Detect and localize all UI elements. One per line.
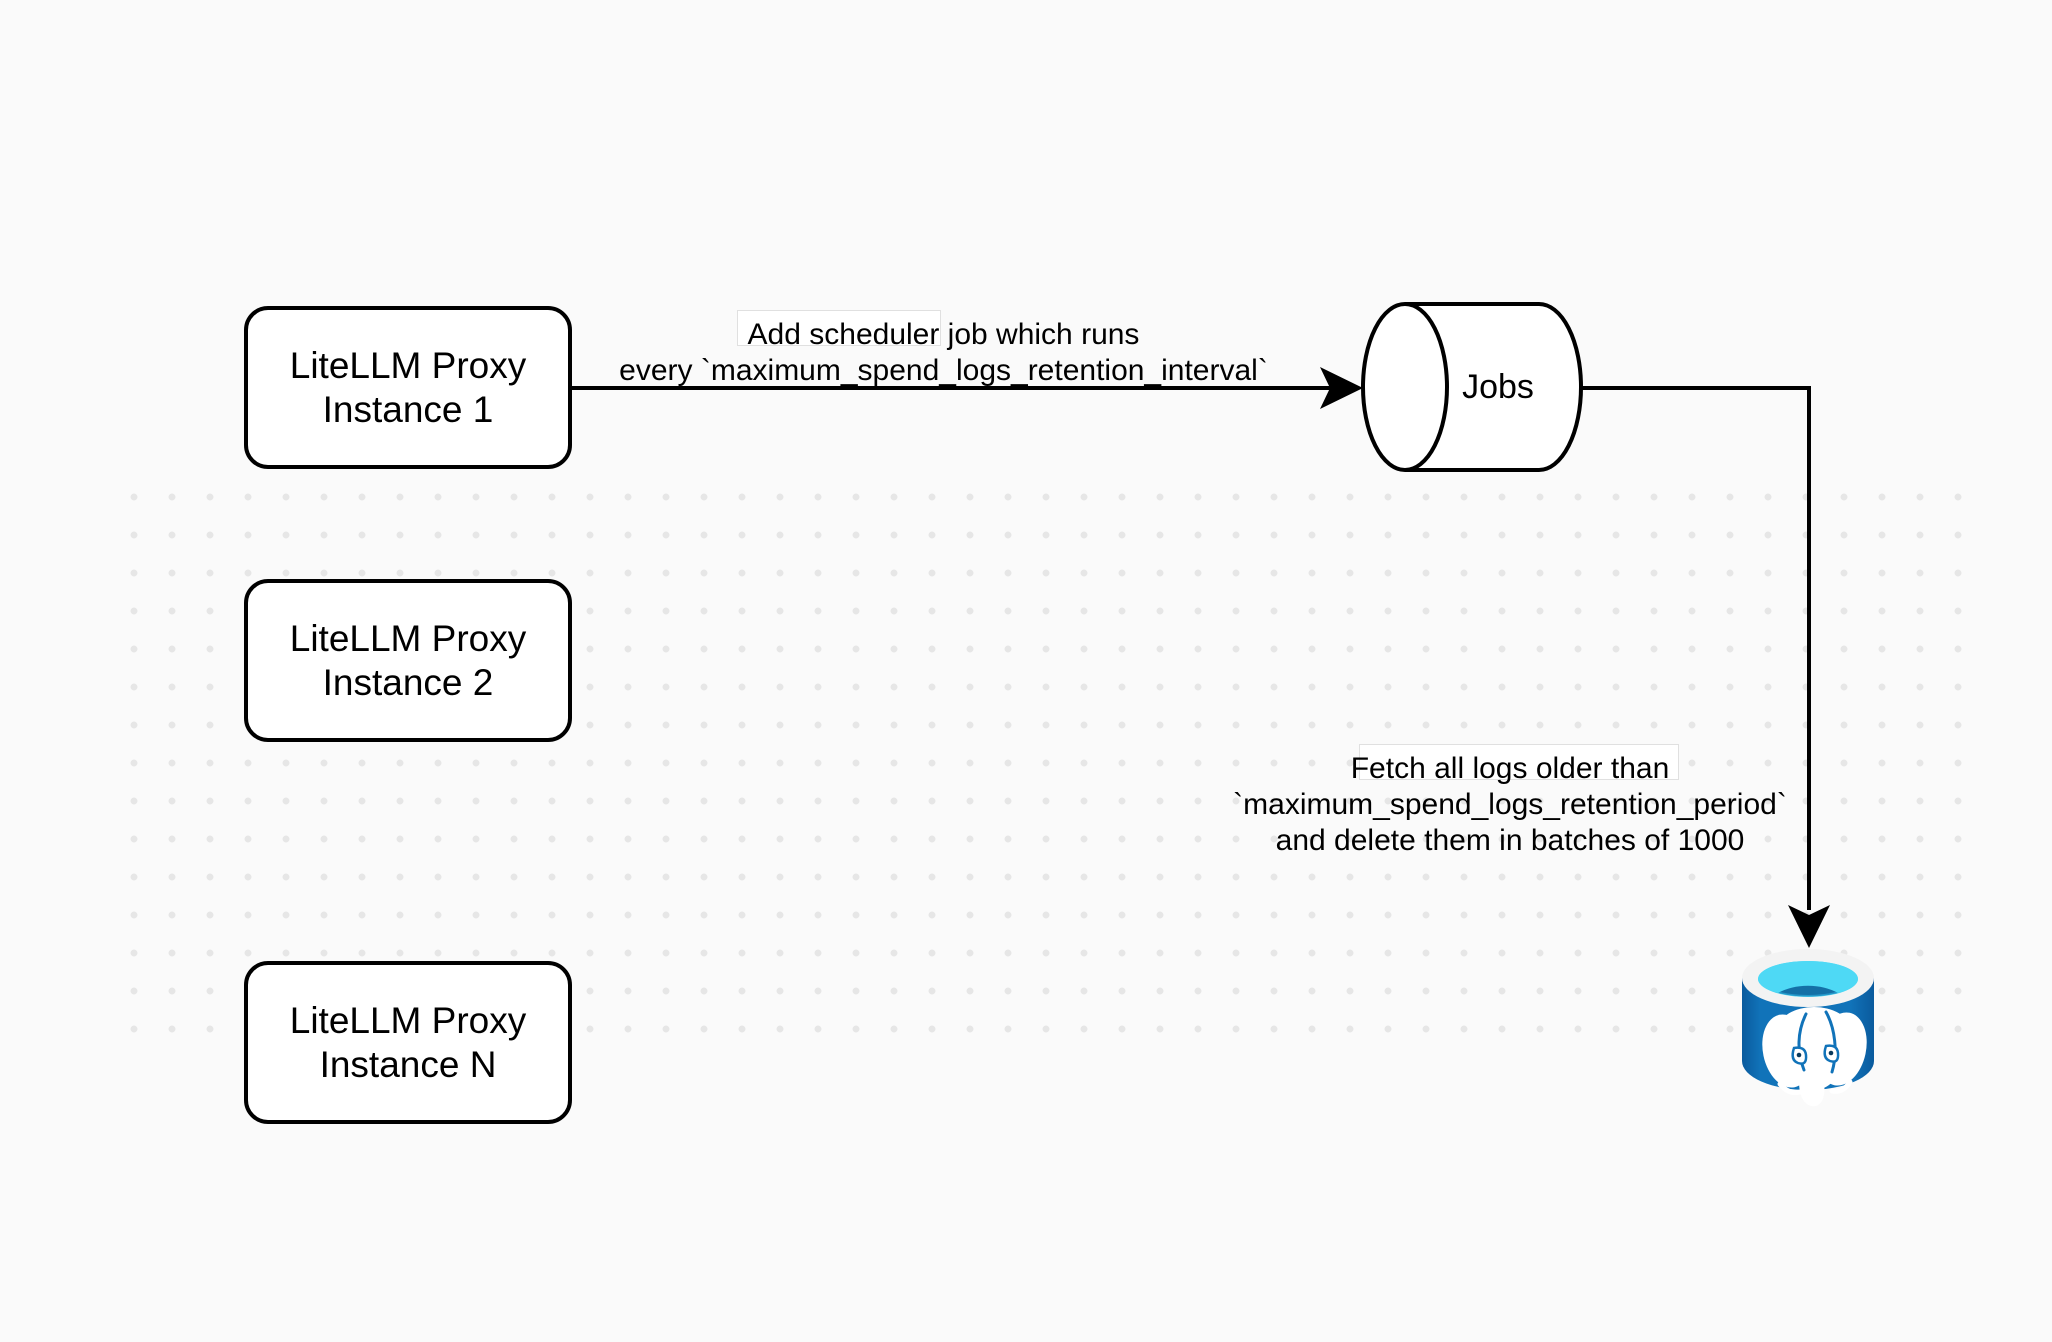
node-instance2-line2: Instance 2 — [322, 661, 494, 703]
jobs-cylinder-face — [1361, 302, 1449, 472]
edge-label-fetch-line1: Fetch all logs older than — [1350, 752, 1670, 785]
node-litellm-proxy-instance-2: LiteLLM Proxy Instance 2 — [244, 579, 572, 742]
jobs-cylinder — [1361, 302, 1583, 472]
node-litellm-proxy-instance-1: LiteLLM Proxy Instance 1 — [244, 306, 572, 469]
arrow-jobs-to-postgres — [1581, 386, 1830, 948]
edge-label-fetch-delete: Fetch all logs older than `maximum_spend… — [1210, 751, 1810, 859]
postgresql-database-icon — [1742, 948, 1877, 1120]
arrow-instance1-to-jobs — [572, 367, 1363, 409]
node-instanceN-line1: LiteLLM Proxy — [289, 999, 527, 1041]
edge-label-scheduler: Add scheduler job which runs every `maxi… — [610, 317, 1277, 389]
edge-label-scheduler-line2: every `maximum_spend_logs_retention_inte… — [619, 354, 1268, 387]
node-instance2-line1: LiteLLM Proxy — [289, 617, 527, 659]
jobs-node-label: Jobs — [1462, 368, 1534, 406]
postgres-cylinder-top — [1742, 949, 1874, 1007]
node-instanceN-line2: Instance N — [319, 1043, 497, 1085]
arrowhead-down — [1788, 905, 1830, 948]
postgres-elephant — [1762, 1007, 1867, 1107]
edge-label-fetch-line3: and delete them in batches of 1000 — [1275, 824, 1745, 857]
node-instance1-line1: LiteLLM Proxy — [289, 344, 527, 386]
arrowhead-right — [1320, 367, 1363, 409]
edge-label-fetch-line2: `maximum_spend_logs_retention_period` — [1233, 788, 1787, 821]
node-litellm-proxy-instance-n: LiteLLM Proxy Instance N — [244, 961, 572, 1124]
scheduler-label-background — [737, 310, 941, 346]
edge-label-scheduler-line1: Add scheduler job which runs — [747, 318, 1140, 351]
fetch-label-background — [1359, 744, 1679, 780]
node-instance1-line2: Instance 1 — [322, 388, 494, 430]
